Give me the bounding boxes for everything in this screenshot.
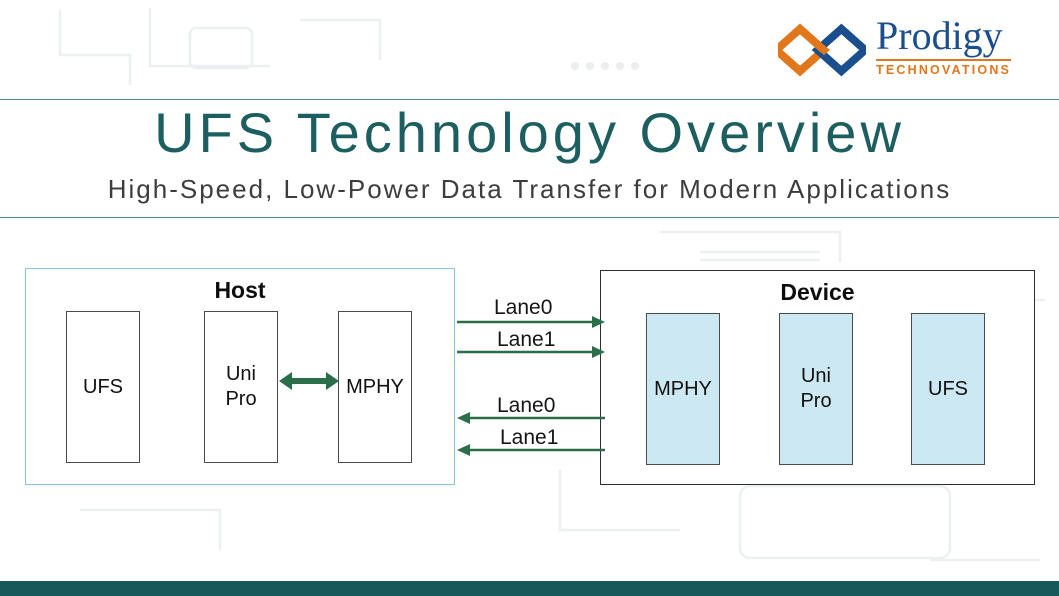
host-block-unipro: Uni Pro <box>204 311 278 463</box>
device-block-unipro-label: Uni Pro <box>800 365 832 412</box>
device-block-mphy: MPHY <box>646 313 720 465</box>
logo-tagline-text: TECHNOVATIONS <box>876 59 1012 77</box>
host-label: Host <box>214 277 266 303</box>
lane1-device-to-host-label: Lane1 <box>500 426 559 449</box>
lane0-device-to-host-label: Lane0 <box>497 394 556 417</box>
unipro-mphy-double-arrow-icon <box>279 372 339 390</box>
prodigy-logo-text: Prodigy TECHNOVATIONS <box>876 13 1012 77</box>
device-box: Device MPHY Uni Pro UFS <box>600 270 1035 485</box>
host-block-mphy: MPHY <box>338 311 412 463</box>
footer-accent-bar <box>0 581 1059 596</box>
page-title: UFS Technology Overview <box>154 101 905 164</box>
lane1-host-to-device-label: Lane1 <box>497 328 556 351</box>
lane1-device-to-host-arrow-icon <box>457 444 605 456</box>
device-block-ufs-label: UFS <box>928 377 968 400</box>
host-box: Host UFS Uni Pro MPHY <box>25 268 455 485</box>
lane0-host-to-device-arrow-icon <box>457 316 605 328</box>
prodigy-logo: Prodigy TECHNOVATIONS <box>778 14 1044 92</box>
lane1-host-to-device-arrow-icon <box>457 346 605 358</box>
host-block-ufs: UFS <box>66 311 140 463</box>
prodigy-logo-icon <box>778 23 866 77</box>
device-block-mphy-label: MPHY <box>654 377 712 400</box>
page-subtitle: High-Speed, Low-Power Data Transfer for … <box>107 174 952 204</box>
logo-brand-text: Prodigy <box>876 13 1003 58</box>
device-label: Device <box>780 279 855 305</box>
device-block-ufs: UFS <box>911 313 985 465</box>
device-block-unipro: Uni Pro <box>779 313 853 465</box>
lane-arrows <box>457 316 605 456</box>
host-block-mphy-label: MPHY <box>346 375 404 398</box>
host-block-unipro-label: Uni Pro <box>225 363 257 410</box>
header-divider-top <box>0 99 1059 100</box>
lane0-host-to-device-label: Lane0 <box>494 296 553 319</box>
header-divider-bottom <box>0 217 1059 218</box>
lane0-device-to-host-arrow-icon <box>457 412 605 424</box>
host-block-ufs-label: UFS <box>83 375 123 398</box>
